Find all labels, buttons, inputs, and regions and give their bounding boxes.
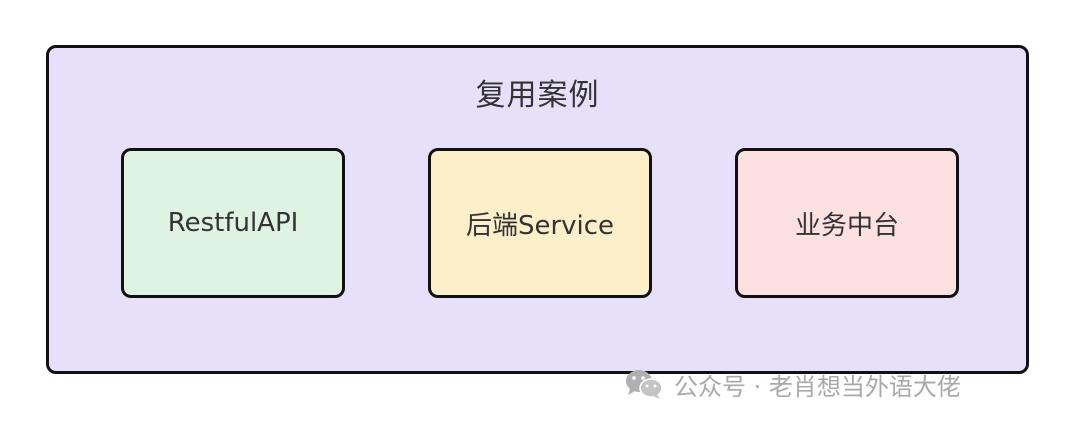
watermark: 公众号 · 老肖想当外语大佬: [624, 364, 961, 404]
backend-service-box: 后端Service: [428, 148, 652, 298]
container-title: 复用案例: [475, 78, 600, 113]
reuse-cases-container: 复用案例 RestfulAPI 后端Service 业务中台: [46, 45, 1029, 374]
business-middle-platform-label: 业务中台: [794, 210, 899, 241]
watermark-text: 公众号 · 老肖想当外语大佬: [674, 372, 961, 401]
business-middle-platform-box: 业务中台: [735, 148, 959, 298]
restful-api-box: RestfulAPI: [121, 148, 345, 298]
restful-api-label: RestfulAPI: [167, 208, 299, 238]
backend-service-label: 后端Service: [465, 210, 615, 241]
wechat-icon: [626, 370, 663, 399]
